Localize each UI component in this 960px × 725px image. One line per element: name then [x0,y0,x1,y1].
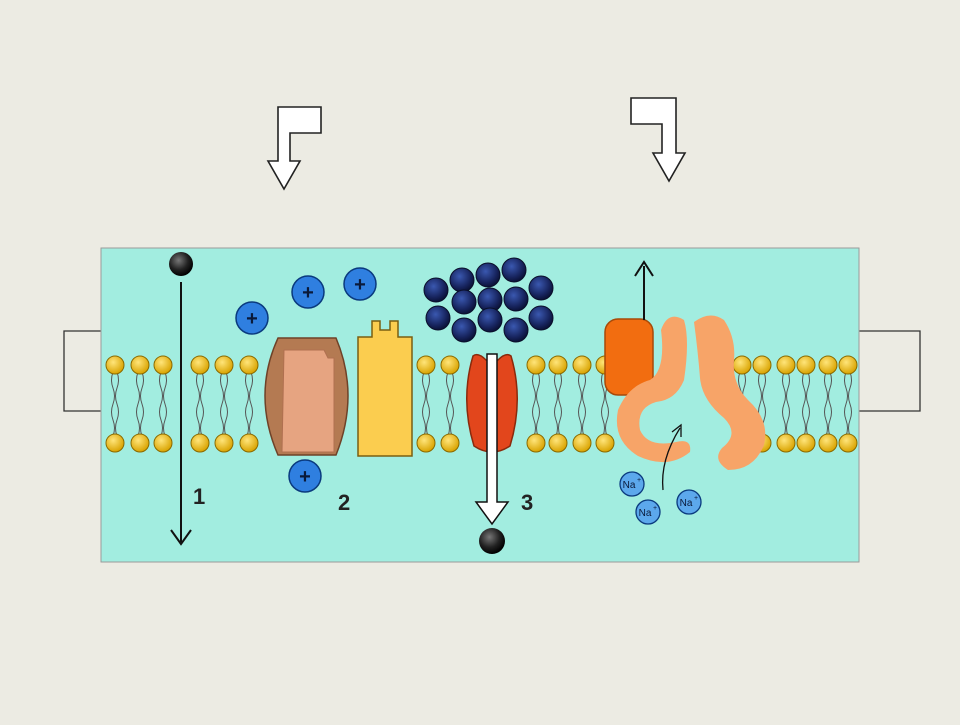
phospholipid-head [838,433,858,453]
macromolecule-sphere [425,305,451,331]
phospholipid-head [440,355,460,375]
phospholipid-head [190,433,210,453]
phospholipid-head [416,433,436,453]
right-bent-arrow-icon [630,97,687,183]
phospholipid-head [732,355,752,375]
macromolecule-sphere [503,317,529,343]
svg-text:+: + [694,495,698,502]
phospholipid-head [796,433,816,453]
phospholipid-head [239,355,259,375]
phospholipid-head [190,355,210,375]
phospholipid-head [526,433,546,453]
phospholipid-head [818,355,838,375]
transport-arrow-icon [474,353,510,526]
phospholipid-head [105,355,125,375]
phospholipid-head [572,355,592,375]
sodium-path-arrow-icon [661,427,681,491]
left-bracket [63,330,101,412]
macromolecule-sphere [501,257,527,283]
right-bracket [859,330,921,412]
macromolecule-cluster [423,257,554,343]
phospholipid-head [776,355,796,375]
pump-left-lobe [616,316,691,463]
label-1: 1 [193,484,205,509]
phospholipid-head [130,433,150,453]
svg-text:+: + [354,274,366,296]
svg-text:Na: Na [680,498,693,509]
label-2: 2 [338,490,350,515]
svg-text:+: + [299,466,311,488]
sodium-pump: Na + Na + Na + [604,260,766,525]
transported-molecule [479,528,505,554]
phospholipid-head [526,355,546,375]
sodium-ion: Na + [635,499,661,525]
macromolecule-sphere [449,267,475,293]
svg-text:Na: Na [639,508,652,519]
macromolecule-sphere [451,289,477,315]
cation: + [343,267,377,301]
macromolecule-sphere [528,305,554,331]
svg-text:+: + [246,308,258,330]
phospholipid-head [818,433,838,453]
phospholipid-head [153,355,173,375]
macromolecule-sphere [477,307,503,333]
phospholipid-head [548,355,568,375]
phospholipid-head [153,433,173,453]
sodium-ion: Na + [676,489,702,515]
phospholipid-head [130,355,150,375]
svg-text:Na: Na [623,480,636,491]
carrier-protein [357,320,413,457]
phospholipid-head [838,355,858,375]
phospholipid-head [776,433,796,453]
pump-right-lobe [694,315,766,470]
macromolecule-sphere [423,277,449,303]
ion-channel: + + + + 2 [235,267,377,515]
phospholipid-head [572,433,592,453]
phospholipid-head [548,433,568,453]
small-molecule [169,252,193,276]
phospholipid-head [440,433,460,453]
macromolecule-sphere [451,317,477,343]
passive-diffusion: 1 [169,252,205,546]
phospholipid-head [239,433,259,453]
svg-text:+: + [637,477,641,484]
macromolecule-sphere [503,286,529,312]
cation: + [288,459,322,493]
cation: + [235,301,269,335]
sodium-ion: Na + [619,471,645,497]
lipid-bilayer [105,355,858,453]
phospholipid-head [416,355,436,375]
label-3: 3 [521,490,533,515]
phospholipid-head [796,355,816,375]
phospholipid-head [105,433,125,453]
phospholipid-head [752,355,772,375]
phospholipid-head [214,355,234,375]
phospholipid-head [214,433,234,453]
macromolecule-sphere [475,262,501,288]
svg-text:+: + [653,505,657,512]
macromolecule-sphere [528,275,554,301]
svg-text:+: + [302,282,314,304]
left-bent-arrow-icon [266,106,322,191]
channel-inner [281,349,335,453]
macromolecule-transport: 3 [423,257,554,554]
phospholipid-head [595,433,615,453]
cation: + [291,275,325,309]
